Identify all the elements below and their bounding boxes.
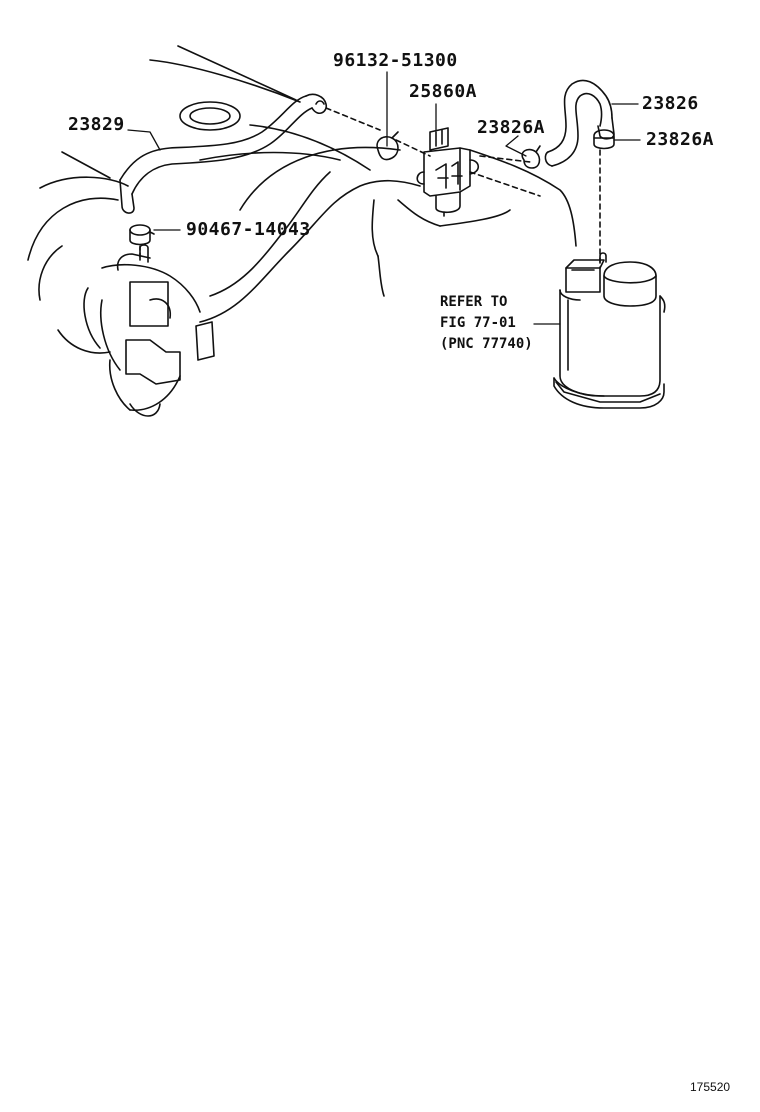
refer-note-line-2[interactable]: FIG 77-01 [440,315,516,331]
callout-96132-51300[interactable]: 96132-51300 [333,50,458,71]
illustration-number: 175520 [690,1080,731,1094]
hose-23826-drawing [544,79,615,167]
clamp-23826A-left-drawing [521,145,541,169]
clamp-96132-51300-drawing [376,131,399,161]
engine-port-ellipse [179,101,241,131]
dashed-connector-lines [325,107,601,269]
clip-90467-14043-drawing [129,224,155,259]
engine-outline [27,45,577,417]
refer-note-line-3: (PNC 77740) [440,336,533,352]
callout-90467-14043[interactable]: 90467-14043 [186,219,311,240]
hose-23829-drawing [119,93,328,214]
callout-23826A-right[interactable]: 23826A [646,129,715,150]
callout-25860A[interactable]: 25860A [409,81,478,102]
leader-23826A-left [505,135,527,157]
leader-23829 [127,129,161,151]
refer-note-line-1: REFER TO [440,294,508,310]
callout-23826[interactable]: 23826 [642,93,699,114]
callout-23826A-left[interactable]: 23826A [477,117,546,138]
charcoal-canister-drawing [553,252,666,409]
leader-lines [127,71,641,325]
callout-23829[interactable]: 23829 [68,114,125,135]
vsv-25860A-drawing [416,127,480,217]
clamp-23826A-right-drawing [593,129,615,150]
